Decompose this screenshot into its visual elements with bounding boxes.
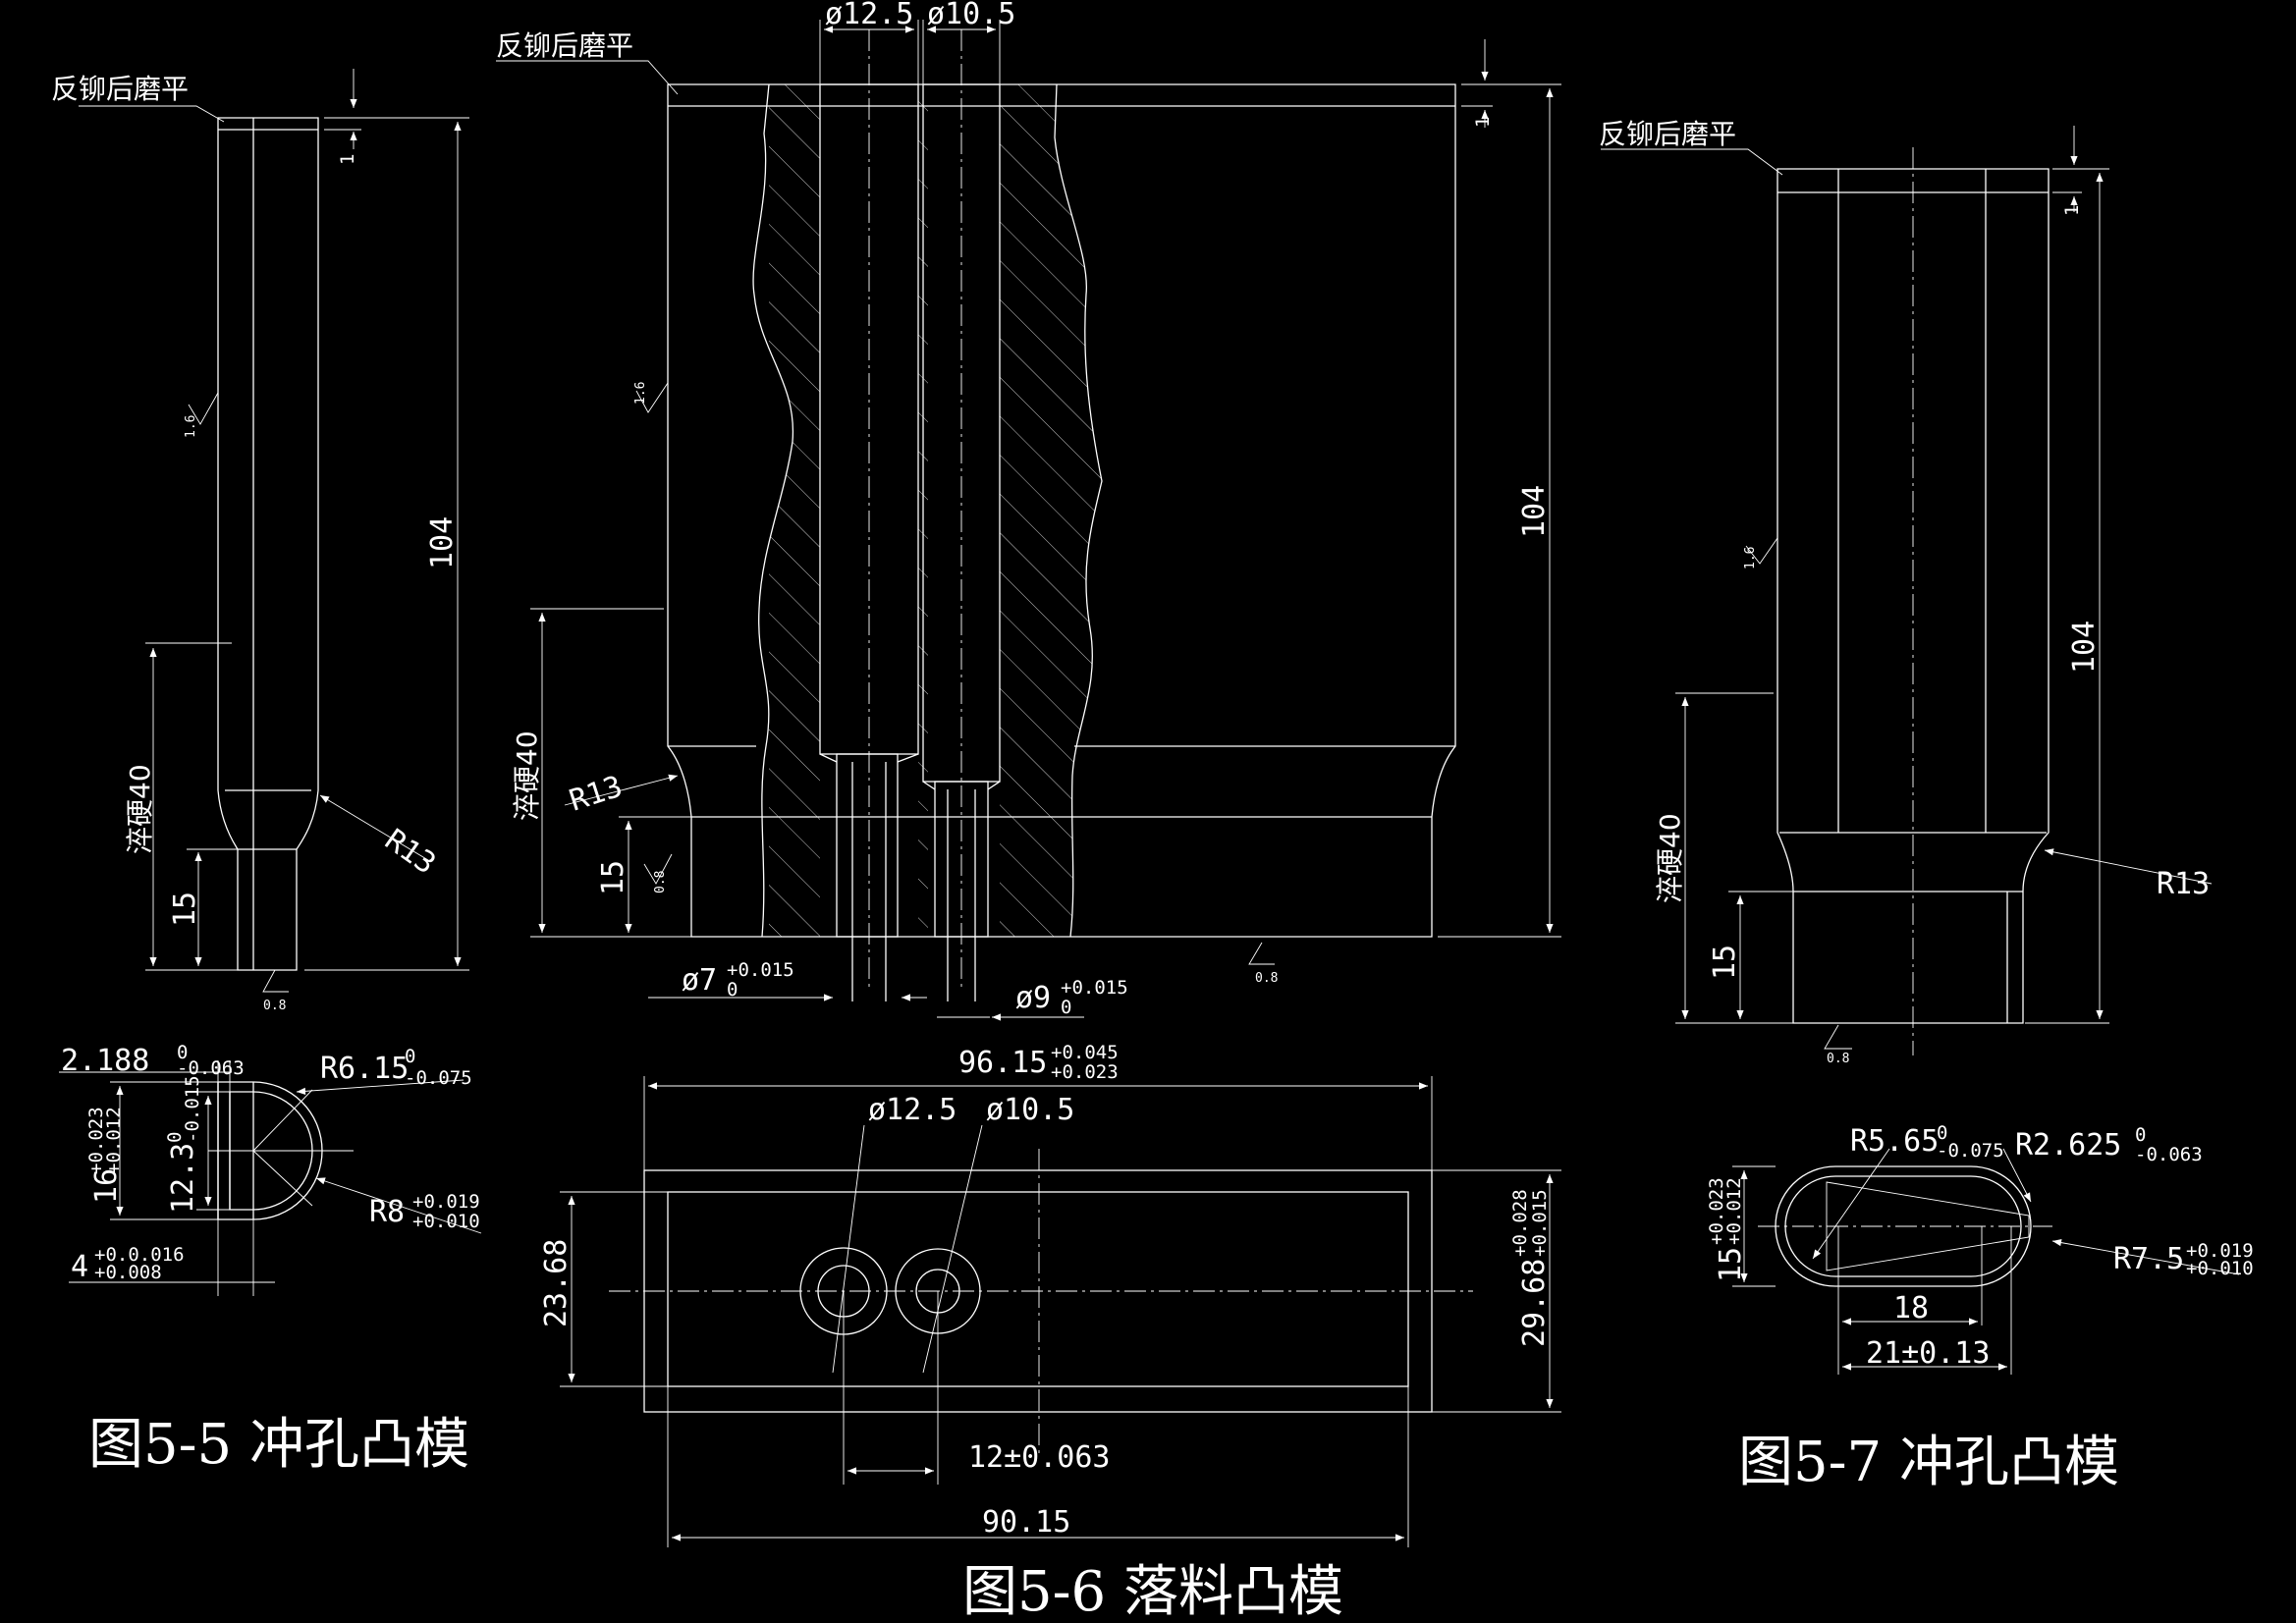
fig7-dim-15: 15 <box>1708 945 1742 980</box>
fig7-dim-r565-sup: 0 <box>1937 1122 1947 1144</box>
fig6-dim-9015: 90.15 <box>982 1505 1070 1540</box>
fig5-dim-16-sub: +0.012 <box>103 1107 125 1174</box>
fig6-dim-2368: 23.68 <box>539 1239 574 1327</box>
fig5-dim-r8-sub: +0.010 <box>412 1211 480 1232</box>
fig5-dim-123-sup: 0 <box>164 1132 186 1143</box>
fig7-dim-r75: R7.5 <box>2113 1242 2184 1276</box>
fig5-roughness-16: 1.6 <box>184 415 198 438</box>
fig5-dim-2188: 2.188 <box>61 1044 149 1078</box>
fig6-dim-d9: ø9 <box>1015 981 1051 1015</box>
fig5-7-end-view <box>1732 1148 2240 1375</box>
fig5-dim-123-sub: -0.015 <box>182 1075 203 1143</box>
fig6-dim-hole2: ø10.5 <box>986 1093 1074 1127</box>
fig6-dim-2968-sup: +0.028 <box>1509 1189 1531 1257</box>
fig6-dim-r13: R13 <box>566 770 627 819</box>
fig5-dim-hardened: 淬硬40 <box>124 764 156 854</box>
fig6-dim-2968-sub: +0.015 <box>1529 1189 1551 1257</box>
fig5-caption: 图5-5 冲孔凸模 <box>88 1413 469 1477</box>
fig7-dim-15b-sub: +0.012 <box>1723 1177 1745 1245</box>
fig7-roughness-08: 0.8 <box>1827 1052 1849 1066</box>
fig7-dim-r2625: R2.625 <box>2015 1128 2121 1163</box>
fig7-dim-r75-sub: +0.010 <box>2186 1258 2254 1279</box>
fig5-note-rivet: 反铆后磨平 <box>51 73 189 105</box>
fig6-dim-hole1: ø12.5 <box>868 1093 957 1127</box>
fig6-dim-9615: 96.15 <box>958 1046 1047 1080</box>
fig6-dim-d7-sup: +0.015 <box>727 959 794 981</box>
fig5-dim-4: 4 <box>71 1250 88 1284</box>
fig7-dim-hardened: 淬硬40 <box>1654 813 1686 903</box>
fig6-dim-pitch: 12±0.063 <box>968 1440 1111 1475</box>
fig6-dim-d105: ø10.5 <box>927 0 1015 31</box>
fig5-dim-4-sup: +0.0.016 <box>94 1244 185 1266</box>
fig6-dim-d7-sub: 0 <box>727 979 738 1001</box>
fig6-note-rivet: 反铆后磨平 <box>496 29 633 62</box>
fig5-6-section-view <box>496 20 1561 1021</box>
fig5-dim-16: 16 <box>89 1168 124 1204</box>
fig7-dim-r2625-sup: 0 <box>2135 1124 2146 1146</box>
fig5-dim-2188-sup: 0 <box>177 1042 188 1063</box>
fig5-dim-2188-sub: -0.063 <box>177 1057 245 1079</box>
fig6-dim-d9-sub: 0 <box>1061 997 1071 1018</box>
fig5-dim-r615-sup: 0 <box>405 1046 415 1067</box>
fig5-dim-123: 12.3 <box>166 1143 200 1214</box>
fig5-dim-104: 104 <box>425 516 460 569</box>
fig6-dim-9615-sub: +0.023 <box>1051 1061 1119 1083</box>
fig7-dim-r13: R13 <box>2157 867 2210 901</box>
fig7-roughness-16: 1.6 <box>1743 547 1758 569</box>
fig6-roughness-08a: 0.8 <box>653 871 668 893</box>
fig5-dim-r8: R8 <box>369 1195 405 1229</box>
fig6-roughness-16: 1.6 <box>633 382 648 405</box>
fig5-roughness-08: 0.8 <box>263 999 286 1013</box>
fig7-dim-104: 104 <box>2067 621 2102 674</box>
fig6-dim-d7: ø7 <box>682 963 717 998</box>
fig6-dim-d9-sup: +0.015 <box>1061 977 1128 999</box>
fig5-6-plan-view <box>560 1076 1561 1547</box>
fig5-dim-r615-sub: -0.075 <box>405 1067 472 1089</box>
fig7-dim-r565-sub: -0.075 <box>1937 1140 2004 1162</box>
fig5-7-side-view <box>1601 126 2213 1055</box>
fig5-5-end-view <box>59 1060 482 1296</box>
fig6-dim-hardened: 淬硬40 <box>511 730 543 821</box>
fig7-dim-15b-sup: +0.023 <box>1706 1177 1727 1245</box>
fig6-roughness-08b: 0.8 <box>1255 971 1278 986</box>
fig5-dim-16-sup: +0.023 <box>85 1107 107 1174</box>
fig7-dim-21: 21±0.13 <box>1866 1336 1990 1371</box>
fig5-dim-r8-sup: +0.019 <box>412 1191 480 1213</box>
fig7-dim-r565: R5.65 <box>1850 1124 1939 1159</box>
fig6-dim-d125: ø12.5 <box>825 0 913 31</box>
fig7-dim-r75-sup: +0.019 <box>2186 1240 2254 1262</box>
fig5-dim-grind: 1 <box>337 154 358 165</box>
fig6-dim-15: 15 <box>596 860 630 895</box>
fig7-note-rivet: 反铆后磨平 <box>1599 118 1736 150</box>
fig5-dim-r13: R13 <box>378 823 441 882</box>
fig7-caption: 图5-7 冲孔凸模 <box>1738 1431 2119 1494</box>
fig7-dim-grind: 1 <box>2061 205 2083 216</box>
fig7-dim-15b: 15 <box>1714 1247 1748 1282</box>
fig5-5-side-view <box>79 69 469 993</box>
fig6-dim-2968: 29.68 <box>1517 1259 1552 1347</box>
fig5-dim-15: 15 <box>168 892 202 927</box>
fig5-dim-4-sub: +0.008 <box>94 1262 162 1283</box>
fig6-dim-104: 104 <box>1517 485 1552 538</box>
fig6-dim-grind: 1 <box>1472 117 1494 128</box>
fig7-dim-18: 18 <box>1893 1291 1929 1325</box>
fig6-dim-9615-sup: +0.045 <box>1051 1042 1119 1063</box>
fig5-dim-r615: R6.15 <box>320 1052 409 1086</box>
fig6-caption: 图5-6 落料凸模 <box>962 1560 1343 1623</box>
fig7-dim-r2625-sub: -0.063 <box>2135 1144 2203 1165</box>
